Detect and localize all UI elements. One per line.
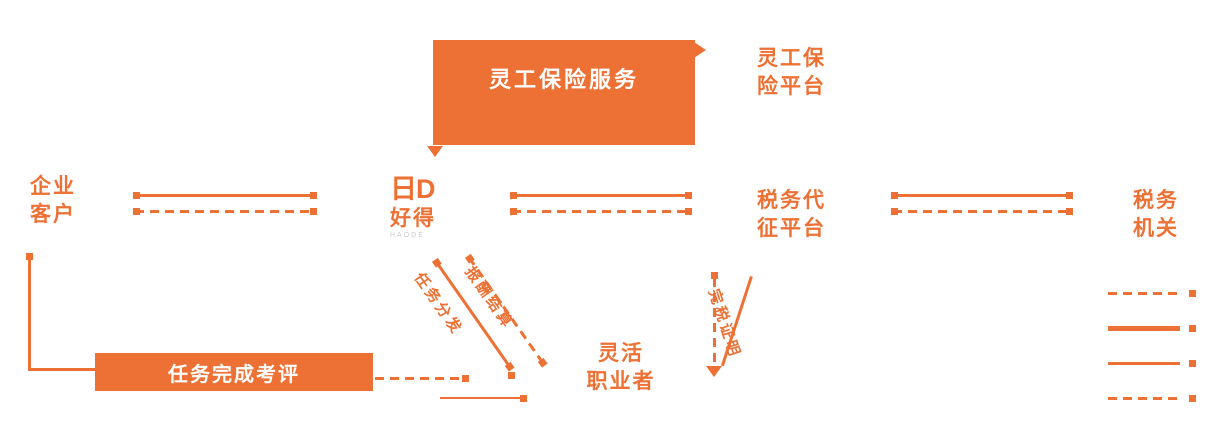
legend-line-2 (1108, 325, 1196, 332)
task-evaluation-label: 任务完成考评 (168, 363, 300, 386)
connector-endpoint (1189, 325, 1196, 332)
node-tax-agency-platform: 税务代 征平台 (757, 189, 826, 241)
node-tax-authority: 税务 机关 (1133, 189, 1179, 241)
node-insurance-platform: 灵工保 险平台 (757, 47, 826, 99)
connector-endpoint (510, 208, 517, 215)
connector-bar-to-workers (375, 375, 469, 382)
task-evaluation-bar: 任务完成考评 (95, 353, 373, 391)
haode-logo-text: 好得 (390, 207, 436, 230)
node-flexible-workers: 灵活 职业者 (586, 342, 656, 394)
banner-down-arrow-icon (427, 146, 443, 157)
connector-endpoint (537, 357, 548, 368)
connector-taxagency-workers-dashed (713, 278, 716, 366)
legend-line-1 (1108, 290, 1196, 297)
connector-haode-taxagency-solid (510, 192, 692, 199)
connector-enterprise-haode-solid (133, 192, 317, 199)
edge-label-tax-cert: 完税证明 (704, 286, 744, 361)
connector-endpoint (685, 208, 692, 215)
edge-label-pay-settlement: 报酬结算 (461, 263, 517, 333)
connector-endpoint (510, 192, 517, 199)
connector-endpoint (1066, 192, 1073, 199)
connector-endpoint (685, 192, 692, 199)
connector-endpoint (310, 192, 317, 199)
haode-logo: 日D 好得 HAODE (390, 174, 436, 240)
connector-endpoint (711, 272, 718, 279)
legend-line-3 (1108, 360, 1196, 367)
connector-endpoint (520, 395, 527, 402)
connector-bar-lower (440, 395, 527, 402)
connector-endpoint (891, 192, 898, 199)
connector-endpoint (464, 253, 475, 264)
insurance-banner: 灵工保险服务 (433, 40, 695, 145)
connector-enterprise-haode-dashed (133, 208, 317, 215)
connector-endpoint (504, 361, 515, 372)
connector-endpoint (1189, 360, 1196, 367)
insurance-banner-label: 灵工保险服务 (488, 67, 639, 92)
connector-endpoint (431, 257, 442, 268)
connector-endpoint (133, 208, 140, 215)
connector-enterprise-down (28, 258, 31, 371)
connector-endpoint (462, 375, 469, 382)
workers-down-arrow-icon (706, 366, 722, 377)
connector-endpoint (1066, 208, 1073, 215)
edge-label-task-dispatch: 任务分发 (410, 269, 466, 339)
haode-logo-subtext: HAODE (390, 232, 425, 240)
banner-right-arrow-icon (694, 42, 706, 58)
connector-taxagency-authority-solid (891, 192, 1073, 199)
connector-endpoint (133, 192, 140, 199)
connector-enterprise-to-bar (28, 368, 96, 371)
connector-taxagency-authority-dashed (891, 208, 1073, 215)
connector-haode-taxagency-dashed (510, 208, 692, 215)
connector-endpoint (310, 208, 317, 215)
connector-endpoint (26, 253, 33, 260)
connector-endpoint (1189, 395, 1196, 402)
connector-endpoint (508, 372, 515, 379)
connector-endpoint (891, 208, 898, 215)
legend-line-4 (1108, 395, 1196, 402)
haode-logo-icon: 日D (390, 174, 436, 204)
connector-endpoint (1189, 290, 1196, 297)
node-enterprise-customer: 企业 客户 (30, 175, 76, 227)
